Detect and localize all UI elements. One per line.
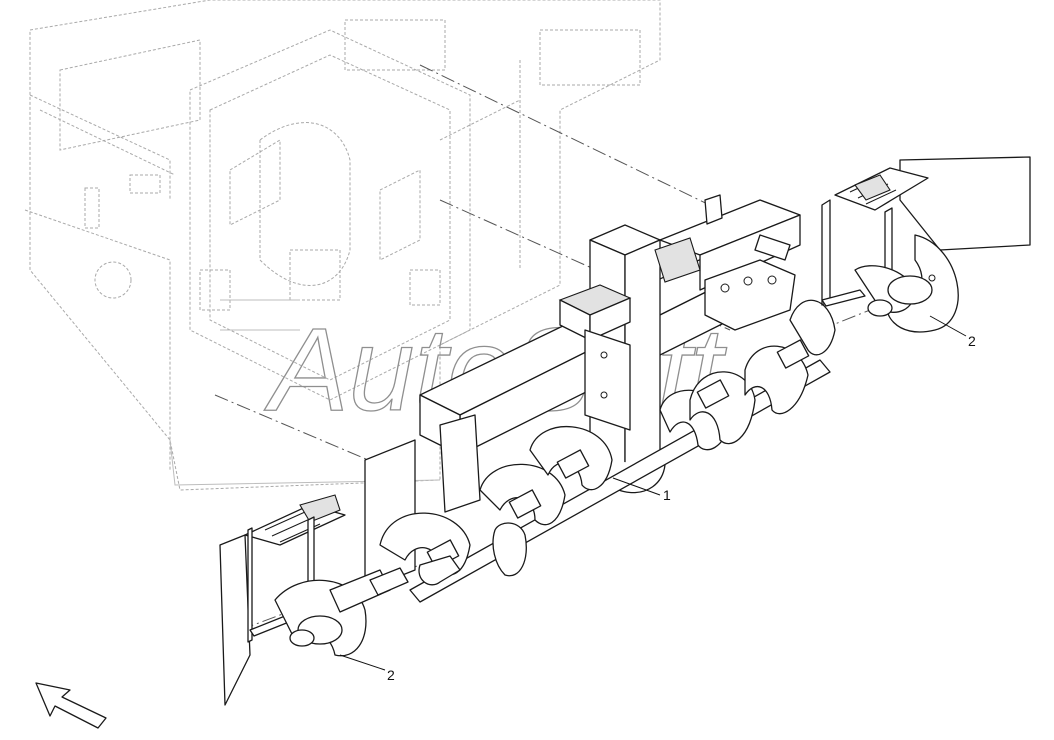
background-machine-frame: [24, 0, 661, 491]
left-end-cover-assembly: [219, 494, 409, 706]
callout-2-right-leader: [929, 315, 967, 337]
callout-2-left-leader: [339, 654, 386, 671]
callout-2-right: 2: [968, 333, 976, 349]
arrow-up-left-icon: [35, 682, 107, 729]
callout-1: 1: [663, 487, 671, 503]
callout-labels: 1 2 2: [339, 315, 976, 683]
rotor-discs: [379, 299, 836, 586]
callout-1-leader: [612, 477, 661, 496]
right-end-cover-assembly: [821, 156, 1031, 333]
callout-2-left: 2: [387, 667, 395, 683]
